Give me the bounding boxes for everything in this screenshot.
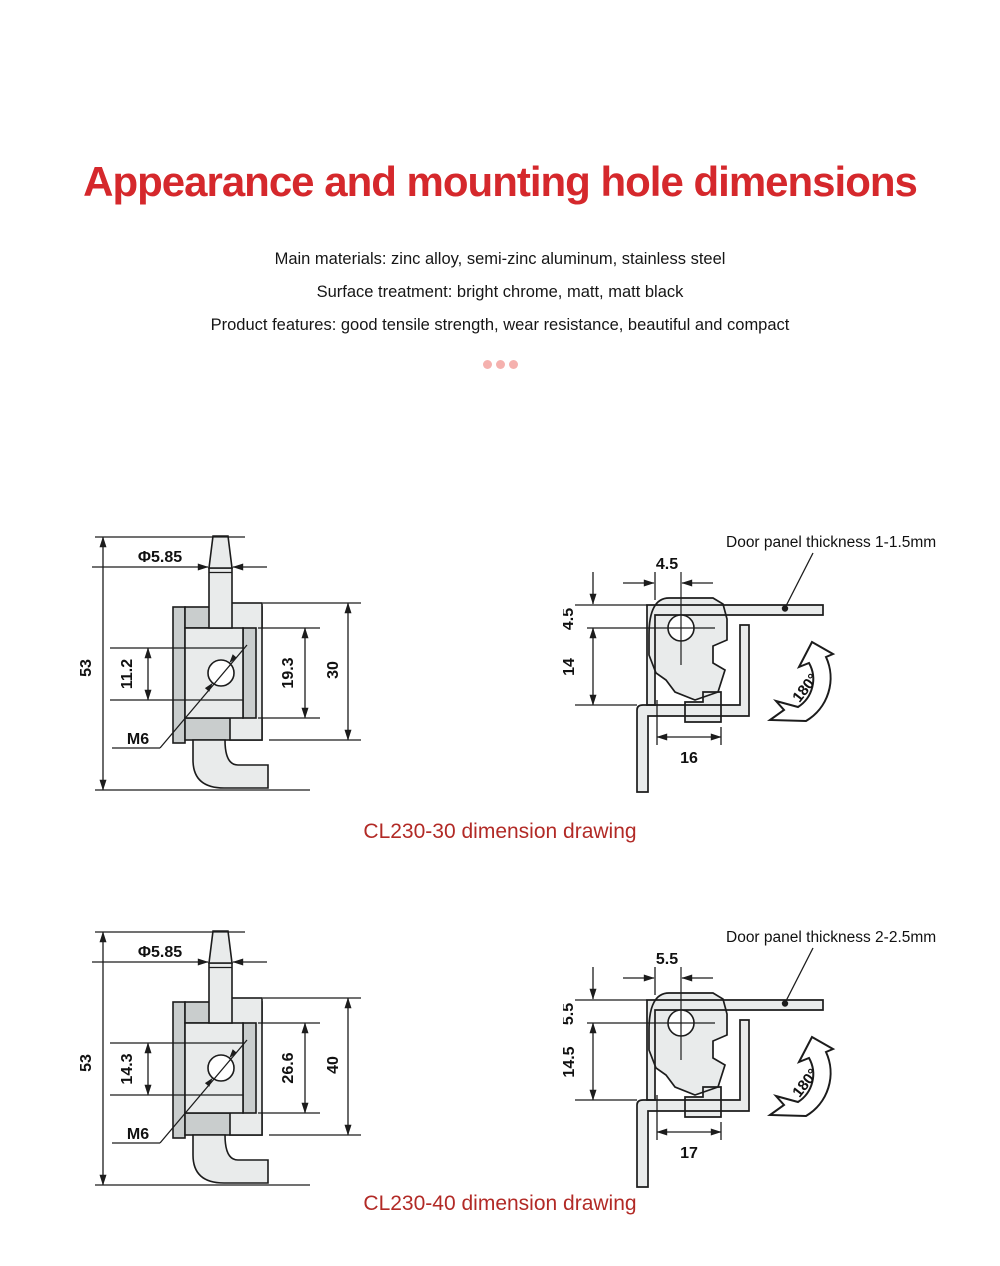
- hinge-pin: [208, 567, 233, 629]
- dimension-outer-height: 30: [263, 602, 361, 741]
- description-line-surface: Surface treatment: bright chrome, matt, …: [316, 283, 684, 301]
- dimension-edge-offset-and-depth: 4.5 14: [563, 572, 647, 706]
- cl230-40-side-view-drawing: 53 Φ5.85 14.3 M6 26.6: [78, 930, 361, 1186]
- dimension-hole-offset: 4.5: [623, 556, 713, 600]
- dim-label-hole-offset: 5.5: [656, 951, 678, 968]
- dimension-slot-height: 11.2: [110, 647, 243, 701]
- hook: [192, 739, 269, 789]
- hinge-block: [648, 597, 728, 701]
- dim-label-depth: 14: [563, 658, 578, 676]
- hinge-body: [172, 535, 269, 789]
- dimension-width: 17: [656, 1095, 722, 1162]
- frame-strip: [636, 624, 750, 793]
- thread-label: M6: [127, 731, 149, 748]
- description-line-features: Product features: good tensile strength,…: [210, 316, 790, 334]
- claw: [684, 1086, 722, 1118]
- dim-label-edge-offset: 5.5: [563, 1003, 577, 1025]
- cl230-30-side-view-drawing: 53 Φ5.85 11.2 M6 19.3: [78, 535, 361, 791]
- figure-caption-cl230-30: CL230-30 dimension drawing: [363, 820, 637, 843]
- dim-label-53: 53: [78, 1054, 95, 1072]
- panel-note: Door panel thickness 2-2.5mm: [726, 929, 936, 1007]
- separator-dots: [0, 360, 1000, 370]
- cl230-40-mounted-view-drawing: Door panel thickness 2-2.5mm 5.5 5.5 14.…: [563, 929, 936, 1188]
- dot-icon: [495, 360, 505, 369]
- dim-label-outer: 30: [325, 661, 342, 679]
- pin-tip: [208, 930, 233, 964]
- dim-label-depth: 14.5: [563, 1046, 578, 1077]
- description-line-materials: Main materials: zinc alloy, semi-zinc al…: [274, 250, 726, 268]
- dimension-pin-diameter: Φ5.85: [92, 944, 267, 966]
- figure-caption-cl230-40: CL230-40 dimension drawing: [363, 1192, 637, 1215]
- thread-callout: M6: [112, 1039, 248, 1144]
- door-panel-note: Door panel thickness 1-1.5mm: [726, 534, 936, 551]
- dot-icon: [482, 360, 492, 369]
- rotation-arrow: 180°: [766, 1035, 836, 1118]
- panel-note: Door panel thickness 1-1.5mm: [726, 534, 936, 612]
- dim-label-inner: 26.6: [280, 1052, 297, 1083]
- hinge-block: [648, 992, 728, 1096]
- cl230-30-mounted-view-drawing: Door panel thickness 1-1.5mm 4.5 4.5 14 …: [563, 534, 936, 793]
- dimension-slot-height: 14.3: [110, 1042, 243, 1096]
- dimension-outer-height: 40: [263, 997, 361, 1136]
- mounted-hinge-outlines: [587, 967, 824, 1188]
- hook: [192, 1134, 269, 1184]
- dimension-inner-height: 26.6: [258, 1022, 320, 1114]
- dim-label-53: 53: [78, 659, 95, 677]
- frame-strip: [636, 1019, 750, 1188]
- m6-hole: [207, 1054, 235, 1082]
- dim-label-width: 17: [680, 1145, 698, 1162]
- pin-tip: [208, 535, 233, 569]
- dimension-total-height: 53: [78, 536, 310, 791]
- dim-label-edge-offset: 4.5: [563, 608, 577, 630]
- door-panel: [646, 604, 824, 706]
- claw: [684, 691, 722, 723]
- product-description: Main materials: zinc alloy, semi-zinc al…: [0, 243, 1000, 342]
- page-title: Appearance and mounting hole dimensions: [83, 158, 918, 205]
- dim-label-pin-diameter: Φ5.85: [138, 944, 182, 961]
- dimension-total-height: 53: [78, 931, 310, 1186]
- dimension-inner-height: 19.3: [258, 627, 320, 719]
- dim-label-width: 16: [680, 750, 698, 767]
- hinge-pin: [208, 962, 233, 1024]
- rotation-arrow: 180°: [766, 640, 836, 723]
- thread-callout: M6: [112, 644, 248, 749]
- dim-label-slot: 11.2: [119, 659, 136, 689]
- m6-hole: [207, 659, 235, 687]
- door-panel: [646, 999, 824, 1101]
- dim-label-outer: 40: [325, 1056, 342, 1074]
- thread-label: M6: [127, 1126, 149, 1143]
- hinge-body: [172, 930, 269, 1184]
- door-panel-note: Door panel thickness 2-2.5mm: [726, 929, 936, 946]
- dim-label-hole-offset: 4.5: [656, 556, 678, 573]
- dim-label-pin-diameter: Φ5.85: [138, 549, 182, 566]
- dim-label-slot: 14.3: [119, 1053, 136, 1084]
- dimension-hole-offset: 5.5: [623, 951, 713, 995]
- dot-icon: [508, 360, 518, 369]
- dimension-width: 16: [656, 700, 722, 767]
- dimension-pin-diameter: Φ5.85: [92, 549, 267, 571]
- mounted-hinge-outlines: [587, 572, 824, 793]
- dimension-edge-offset-and-depth: 5.5 14.5: [563, 967, 647, 1101]
- dim-label-inner: 19.3: [280, 657, 297, 688]
